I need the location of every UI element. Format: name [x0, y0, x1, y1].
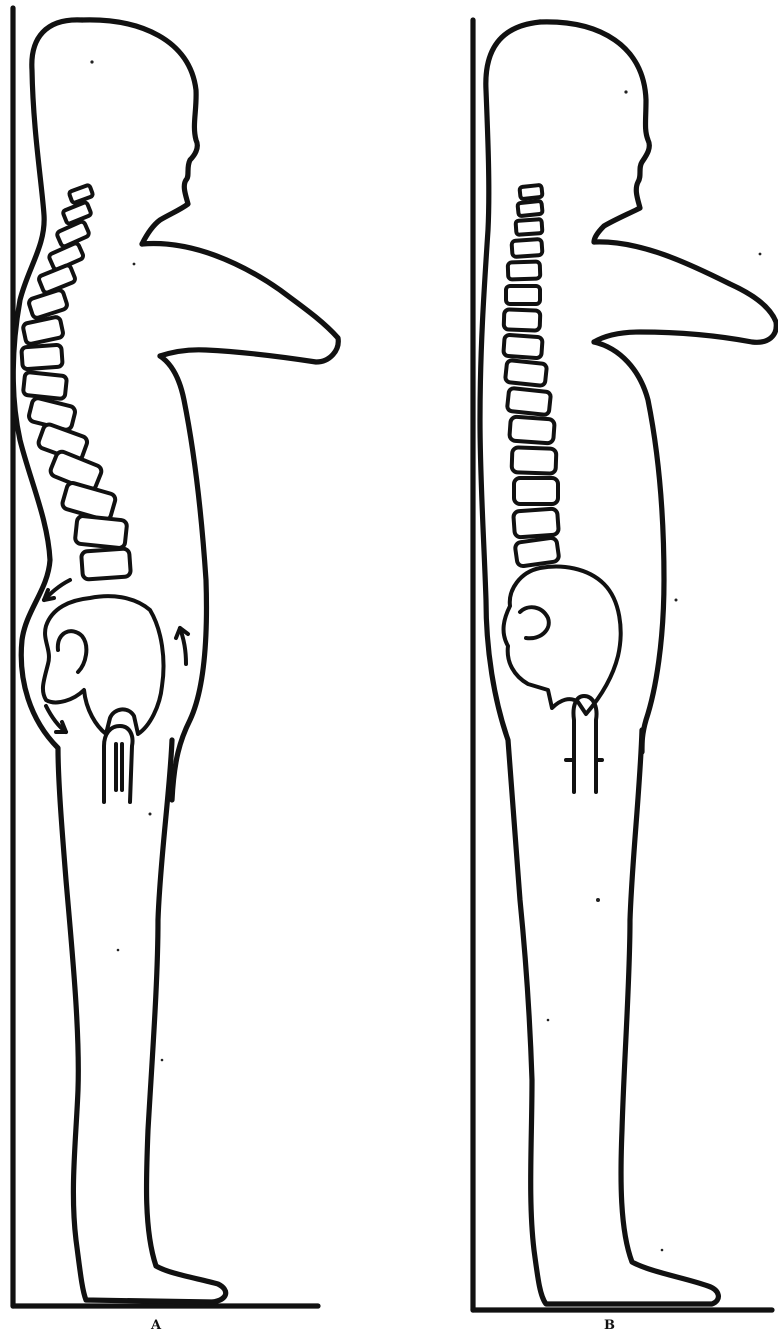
- panel-b-upright-posture: [473, 20, 776, 1310]
- panel-a-front-outline: [160, 356, 206, 800]
- panel-a-arm-outline: [142, 244, 338, 362]
- panel-a-pelvis: [43, 596, 164, 734]
- panel-a-head-outline: [82, 20, 197, 244]
- panel-b-label: B: [604, 1318, 616, 1333]
- panel-b-head-outline: [540, 22, 649, 242]
- panel-a-pelvis-inner: [58, 631, 87, 672]
- panel-a-slumped-posture: [13, 8, 338, 1306]
- panel-b-back-outline: [480, 22, 718, 1304]
- panel-a-femur: [104, 726, 133, 802]
- panel-b-pelvis-inner: [520, 607, 549, 638]
- panel-b-spine: [503, 185, 559, 567]
- panel-b-pelvis: [504, 567, 621, 714]
- panel-a-label: A: [151, 1318, 162, 1333]
- panel-b-arm-outline: [594, 242, 776, 342]
- panel-a-back-outline: [13, 20, 225, 1302]
